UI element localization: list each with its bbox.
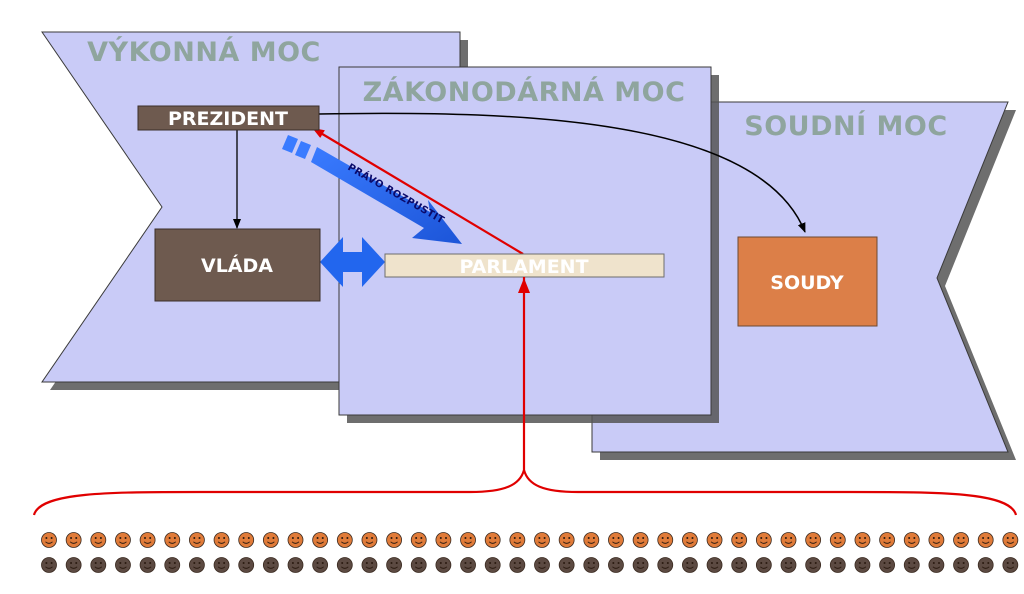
citizen-icon — [188, 557, 205, 573]
citizen-icon — [484, 532, 501, 548]
citizen-icon — [460, 532, 476, 548]
citizen-icon — [386, 557, 403, 573]
citizens-group — [41, 532, 1019, 573]
citizen-icon — [509, 532, 526, 548]
citizen-icon — [903, 557, 920, 573]
citizen-icon — [336, 557, 353, 573]
citizen-icon — [435, 557, 452, 573]
president-label: PREZIDENT — [168, 108, 288, 130]
citizen-icon — [361, 557, 378, 573]
citizens-brace — [32, 277, 1018, 516]
citizen-icon — [484, 557, 501, 573]
citizen-icon — [262, 557, 279, 573]
citizen-icon — [65, 557, 82, 573]
government-label: VLÁDA — [201, 254, 273, 277]
citizen-icon — [854, 557, 871, 573]
citizen-icon — [213, 532, 230, 548]
citizen-icon — [164, 557, 181, 573]
citizen-icon — [903, 532, 920, 548]
citizen-icon — [854, 532, 871, 548]
citizen-icon — [410, 532, 427, 548]
citizen-icon — [977, 532, 994, 548]
citizen-icon — [977, 557, 994, 573]
citizen-icon — [608, 557, 624, 573]
citizen-icon — [386, 532, 403, 548]
citizen-icon — [361, 532, 378, 548]
legislative-title: ZÁKONODÁRNÁ MOC — [363, 76, 686, 108]
citizen-icon — [928, 532, 945, 548]
citizen-icon — [287, 532, 304, 548]
judicial-title: SOUDNÍ MOC — [744, 110, 947, 142]
citizen-icon — [632, 557, 649, 573]
citizen-icon — [312, 557, 329, 573]
citizen-icon — [879, 557, 895, 573]
citizen-icon — [435, 532, 452, 548]
citizen-icon — [731, 557, 748, 573]
government-parliament-arrow — [320, 237, 385, 287]
citizen-icon — [336, 532, 353, 548]
citizen-icon — [558, 532, 575, 548]
executive-title: VÝKONNÁ MOC — [87, 36, 321, 68]
citizen-icon — [1002, 557, 1019, 573]
citizen-icon — [682, 532, 698, 548]
citizen-icon — [780, 557, 797, 573]
parliament-to-president-arrow — [312, 127, 524, 255]
citizen-icon — [115, 557, 131, 573]
citizen-icon — [262, 532, 279, 548]
citizen-icon — [139, 532, 156, 548]
citizen-icon — [139, 557, 156, 573]
legislative-panel: ZÁKONODÁRNÁ MOC — [338, 66, 719, 423]
president-box: PREZIDENT — [137, 105, 320, 131]
citizen-icon — [805, 557, 822, 573]
courts-label: SOUDY — [770, 272, 844, 294]
citizen-icon — [829, 557, 846, 573]
citizen-icon — [65, 532, 82, 548]
citizen-icon — [682, 557, 698, 573]
citizen-icon — [41, 557, 57, 573]
citizen-icon — [583, 532, 600, 548]
citizen-icon — [238, 557, 255, 573]
citizen-icon — [805, 532, 822, 548]
citizen-icon — [115, 532, 131, 548]
citizen-icon — [188, 532, 205, 548]
citizen-icon — [312, 532, 329, 548]
citizen-icon — [410, 557, 427, 573]
citizen-icon — [928, 557, 945, 573]
citizen-icon — [534, 557, 550, 573]
citizen-icon — [657, 557, 674, 573]
citizen-icon — [460, 557, 476, 573]
citizen-icon — [780, 532, 797, 548]
citizen-icon — [657, 532, 674, 548]
citizen-icon — [608, 532, 624, 548]
citizen-icon — [534, 532, 550, 548]
courts-box: SOUDY — [737, 236, 878, 327]
citizen-icon — [583, 557, 600, 573]
citizen-icon — [879, 532, 895, 548]
parliament-label: PARLAMENT — [459, 256, 588, 278]
citizen-icon — [41, 532, 57, 548]
citizen-icon — [164, 532, 181, 548]
citizen-icon — [238, 532, 255, 548]
citizen-icon — [287, 557, 304, 573]
citizen-icon — [1002, 532, 1019, 548]
citizens-to-parliament-arrowhead — [518, 278, 530, 293]
parliament-box: PARLAMENT — [384, 253, 665, 278]
citizen-icon — [706, 532, 723, 548]
president-to-courts-arrow — [318, 112, 806, 233]
citizen-icon — [213, 557, 230, 573]
citizen-icon — [90, 557, 107, 573]
citizen-icon — [509, 557, 526, 573]
citizen-icon — [829, 532, 846, 548]
government-box: VLÁDA — [154, 228, 321, 302]
citizen-icon — [90, 532, 107, 548]
citizen-icon — [632, 532, 649, 548]
citizen-icon — [755, 557, 772, 573]
citizen-icon — [953, 557, 969, 573]
citizen-icon — [731, 532, 748, 548]
citizen-icon — [558, 557, 575, 573]
citizen-icon — [953, 532, 969, 548]
citizen-icon — [706, 557, 723, 573]
citizen-icon — [755, 532, 772, 548]
